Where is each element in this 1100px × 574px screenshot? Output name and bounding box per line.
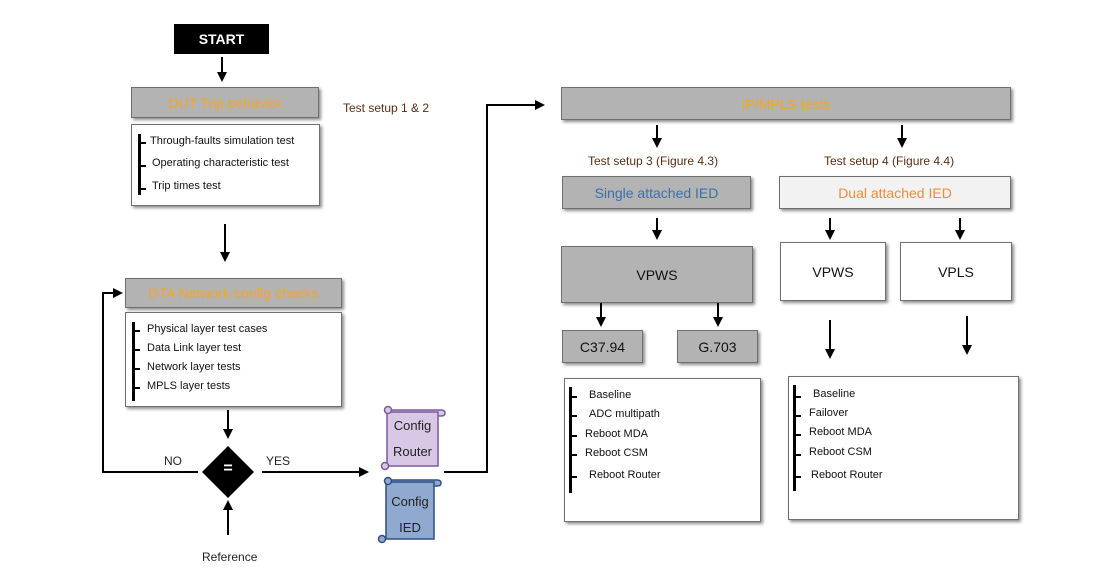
setup4-tick-4 [795, 454, 801, 456]
arrow-config-ipmpls [444, 100, 545, 473]
setup3-item-4: Reboot CSM [585, 447, 648, 459]
setup4-label: Test setup 4 (Figure 4.4) [824, 154, 955, 168]
dut-list-bar [138, 134, 141, 195]
dut-tick-2 [140, 165, 146, 167]
decision-no-label: NO [164, 454, 182, 468]
dta-item-1: Physical layer test cases [147, 323, 268, 335]
g703-box: G.703 [677, 330, 758, 363]
setup3-item-1: Baseline [589, 389, 632, 401]
config-ied-line1: Config [391, 494, 429, 509]
decision-symbol: = [223, 460, 233, 477]
dta-item-4: MPLS layer tests [147, 380, 231, 392]
c3794-label: C37.94 [579, 338, 626, 355]
dta-item-3: Network layer tests [147, 361, 241, 373]
vpws-setup3-box: VPWS [561, 246, 753, 303]
setup4-item-1: Baseline [813, 388, 856, 400]
setup3-tick-5 [571, 476, 577, 478]
setup3-test-list: Baseline ADC multipath Reboot MDA Reboot… [564, 378, 761, 522]
setup3-tick-1 [571, 396, 577, 398]
dut-trip-header: DUT Trip behavior [131, 87, 319, 118]
ipmpls-title: IP/MPLS tests [741, 95, 831, 112]
config-router-scroll [380, 405, 446, 471]
dut-tick-3 [140, 188, 146, 190]
dta-network-header: DTA Network config checks [125, 278, 342, 308]
config-ied-line2: IED [399, 520, 421, 535]
setup4-tick-1 [795, 396, 801, 398]
dta-tick-1 [134, 330, 140, 332]
setup3-tick-2 [571, 415, 577, 417]
start-box: START [174, 24, 269, 54]
setup4-tick-2 [795, 415, 801, 417]
dual-attached-title: Dual attached IED [838, 184, 952, 201]
setup4-list-bar [793, 385, 796, 491]
dut-test-list: Through-faults simulation test Operating… [131, 124, 320, 206]
setup4-item-4: Reboot CSM [809, 446, 872, 458]
setup3-label: Test setup 3 (Figure 4.3) [588, 154, 719, 168]
dta-item-2: Data Link layer test [147, 342, 242, 354]
dta-test-list: Physical layer test cases Data Link laye… [125, 312, 342, 407]
setup3-tick-3 [571, 435, 577, 437]
dut-item-2: Operating characteristic test [152, 157, 289, 169]
vpls-setup4-label: VPLS [938, 263, 974, 280]
setup3-item-2: ADC multipath [589, 408, 660, 420]
config-router-line2: Router [392, 444, 433, 459]
dta-list-bar [132, 322, 135, 401]
vpls-setup4-box: VPLS [900, 242, 1012, 301]
ipmpls-header: IP/MPLS tests [561, 87, 1011, 120]
reference-label: Reference [202, 550, 258, 564]
dta-network-title: DTA Network config checks [148, 285, 319, 301]
g703-label: G.703 [698, 338, 737, 355]
setup4-test-list: Baseline Failover Reboot MDA Reboot CSM … [788, 376, 1019, 520]
single-attached-title: Single attached IED [594, 184, 719, 201]
vpws-setup4-label: VPWS [812, 263, 854, 280]
start-label: START [198, 31, 245, 47]
c3794-box: C37.94 [562, 330, 643, 363]
dta-tick-2 [134, 349, 140, 351]
setup3-tick-4 [571, 454, 577, 456]
no-loop-line [102, 288, 198, 473]
decision-diamond [202, 446, 254, 498]
single-attached-box: Single attached IED [562, 176, 751, 209]
dut-trip-title: DUT Trip behavior [168, 94, 282, 111]
dut-tick-1 [140, 142, 146, 144]
dta-tick-3 [134, 368, 140, 370]
dut-setup-label: Test setup 1 & 2 [343, 101, 430, 115]
setup4-item-5: Reboot Router [811, 469, 883, 481]
decision-yes-label: YES [266, 454, 291, 468]
config-ied-scroll [377, 476, 442, 544]
vpws-setup4-box: VPWS [780, 242, 886, 301]
setup4-item-3: Reboot MDA [809, 426, 872, 438]
setup3-item-5: Reboot Router [589, 469, 661, 481]
dta-tick-4 [134, 387, 140, 389]
setup4-tick-5 [795, 476, 801, 478]
setup4-item-2: Failover [809, 407, 849, 419]
vpws-setup3-label: VPWS [636, 266, 678, 283]
setup3-item-3: Reboot MDA [585, 428, 648, 440]
dut-item-3: Trip times test [152, 180, 221, 192]
config-router-line1: Config [393, 418, 432, 433]
dut-item-1: Through-faults simulation test [150, 135, 295, 147]
config-ied-text: Config IED [386, 488, 434, 539]
setup4-tick-3 [795, 434, 801, 436]
dual-attached-box: Dual attached IED [779, 176, 1011, 209]
setup3-list-bar [569, 387, 572, 493]
config-router-text: Config Router [387, 412, 438, 466]
